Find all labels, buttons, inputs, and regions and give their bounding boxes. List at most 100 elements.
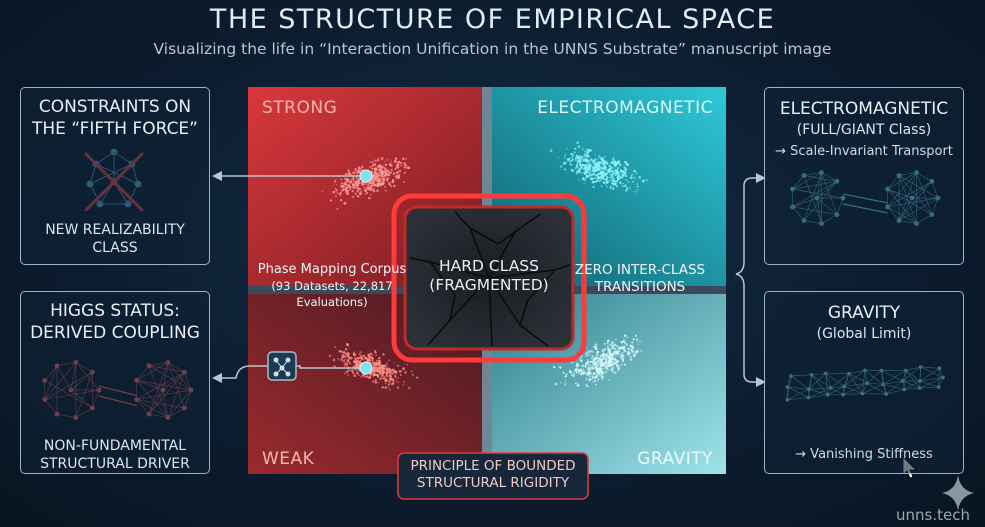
scatter-point — [351, 185, 354, 189]
scatter-point — [354, 168, 357, 171]
scatter-point — [636, 350, 639, 353]
scatter-point — [595, 166, 598, 169]
scatter-point — [631, 341, 634, 344]
scatter-point — [599, 168, 602, 171]
hard-class-line2: (FRAGMENTED) — [429, 276, 549, 294]
scatter-point — [600, 174, 603, 177]
scatter-point — [364, 189, 368, 193]
scatter-point — [345, 183, 348, 187]
scatter-point — [584, 180, 586, 182]
scatter-point — [598, 161, 602, 165]
scatter-point — [616, 185, 619, 188]
scatter-point — [375, 369, 379, 373]
scatter-point — [381, 364, 384, 368]
scatter-point — [620, 352, 624, 356]
scatter-point — [387, 383, 391, 386]
scatter-point — [581, 147, 584, 151]
scatter-point — [335, 195, 337, 197]
scatter-point — [600, 364, 602, 366]
scatter-point — [571, 158, 574, 161]
scatter-point — [402, 367, 406, 371]
scatter-point — [593, 173, 595, 176]
scatter-point — [589, 159, 591, 162]
scatter-point — [388, 162, 392, 166]
gravity-panel-detail: → Vanishing Stiffness — [795, 447, 933, 462]
scatter-point — [356, 195, 360, 198]
scatter-point — [363, 186, 365, 189]
electromagnetic-label: ELECTROMAGNETIC — [537, 98, 713, 118]
scatter-point — [602, 175, 605, 177]
scatter-point — [607, 170, 610, 173]
scatter-point — [581, 364, 585, 368]
scatter-point — [592, 362, 594, 364]
scatter-point — [636, 185, 639, 188]
scatter-point — [343, 365, 346, 367]
scatter-point — [617, 166, 620, 170]
scatter-point — [610, 352, 612, 354]
scatter-point — [384, 371, 387, 374]
scatter-point — [606, 342, 609, 344]
scatter-point — [411, 371, 413, 373]
scatter-point — [395, 380, 398, 383]
scatter-point — [595, 375, 598, 378]
scatter-point — [605, 182, 608, 185]
scatter-point — [612, 344, 615, 347]
scatter-point — [388, 177, 390, 180]
scatter-point — [631, 173, 634, 175]
electromagnetic-panel: ELECTROMAGNETIC (FULL/GIANT Class) → Sca… — [764, 87, 964, 265]
scatter-point — [583, 182, 585, 185]
scatter-point — [386, 172, 389, 176]
scatter-point — [589, 380, 591, 382]
scatter-point — [343, 201, 347, 205]
scatter-point — [605, 354, 608, 357]
scatter-point — [373, 361, 376, 364]
scatter-point — [584, 153, 587, 156]
scatter-point — [407, 386, 411, 390]
scatter-point — [356, 187, 359, 190]
scatter-point — [635, 334, 637, 337]
scatter-point — [391, 180, 395, 183]
scatter-point — [373, 190, 376, 193]
scatter-point — [375, 354, 377, 356]
scatter-point — [351, 369, 354, 373]
scatter-point — [628, 352, 631, 355]
scatter-point — [616, 359, 620, 363]
scatter-point — [586, 159, 589, 163]
scatter-point — [386, 368, 390, 372]
scatter-point — [618, 181, 622, 185]
scatter-point — [378, 360, 382, 363]
scatter-point — [360, 190, 363, 193]
scatter-point — [562, 161, 566, 165]
scatter-point — [384, 174, 387, 177]
scatter-point — [390, 168, 392, 171]
scatter-point — [629, 344, 632, 347]
scatter-point — [573, 376, 576, 378]
corpus-line2: (93 Datasets, 22,817 Evaluations) — [271, 279, 393, 309]
scatter-point — [603, 179, 606, 181]
scatter-point — [587, 162, 590, 165]
em-panel-subtitle: (FULL/GIANT Class) — [796, 122, 932, 138]
scatter-point — [382, 175, 385, 178]
scatter-point — [388, 388, 391, 391]
scatter-point — [585, 363, 587, 365]
scatter-point — [587, 369, 590, 372]
scatter-point — [623, 166, 626, 169]
principle-line2: STRUCTURAL RIGIDITY — [416, 475, 570, 491]
scatter-point — [634, 353, 637, 356]
scatter-point — [384, 382, 387, 384]
scatter-point — [388, 374, 392, 377]
scatter-point — [570, 156, 574, 159]
scatter-point — [570, 169, 573, 171]
scatter-point — [384, 160, 386, 163]
scatter-point — [402, 181, 405, 184]
scatter-point — [622, 340, 625, 343]
scatter-point — [625, 179, 627, 181]
scatter-point — [321, 190, 324, 192]
scatter-point — [390, 164, 393, 167]
scatter-point — [373, 350, 376, 352]
scatter-point — [626, 187, 629, 190]
scatter-point — [347, 169, 350, 172]
scatter-point — [582, 178, 585, 181]
scatter-point — [377, 356, 381, 360]
higgs-title-line2: DERIVED COUPLING — [30, 323, 200, 343]
